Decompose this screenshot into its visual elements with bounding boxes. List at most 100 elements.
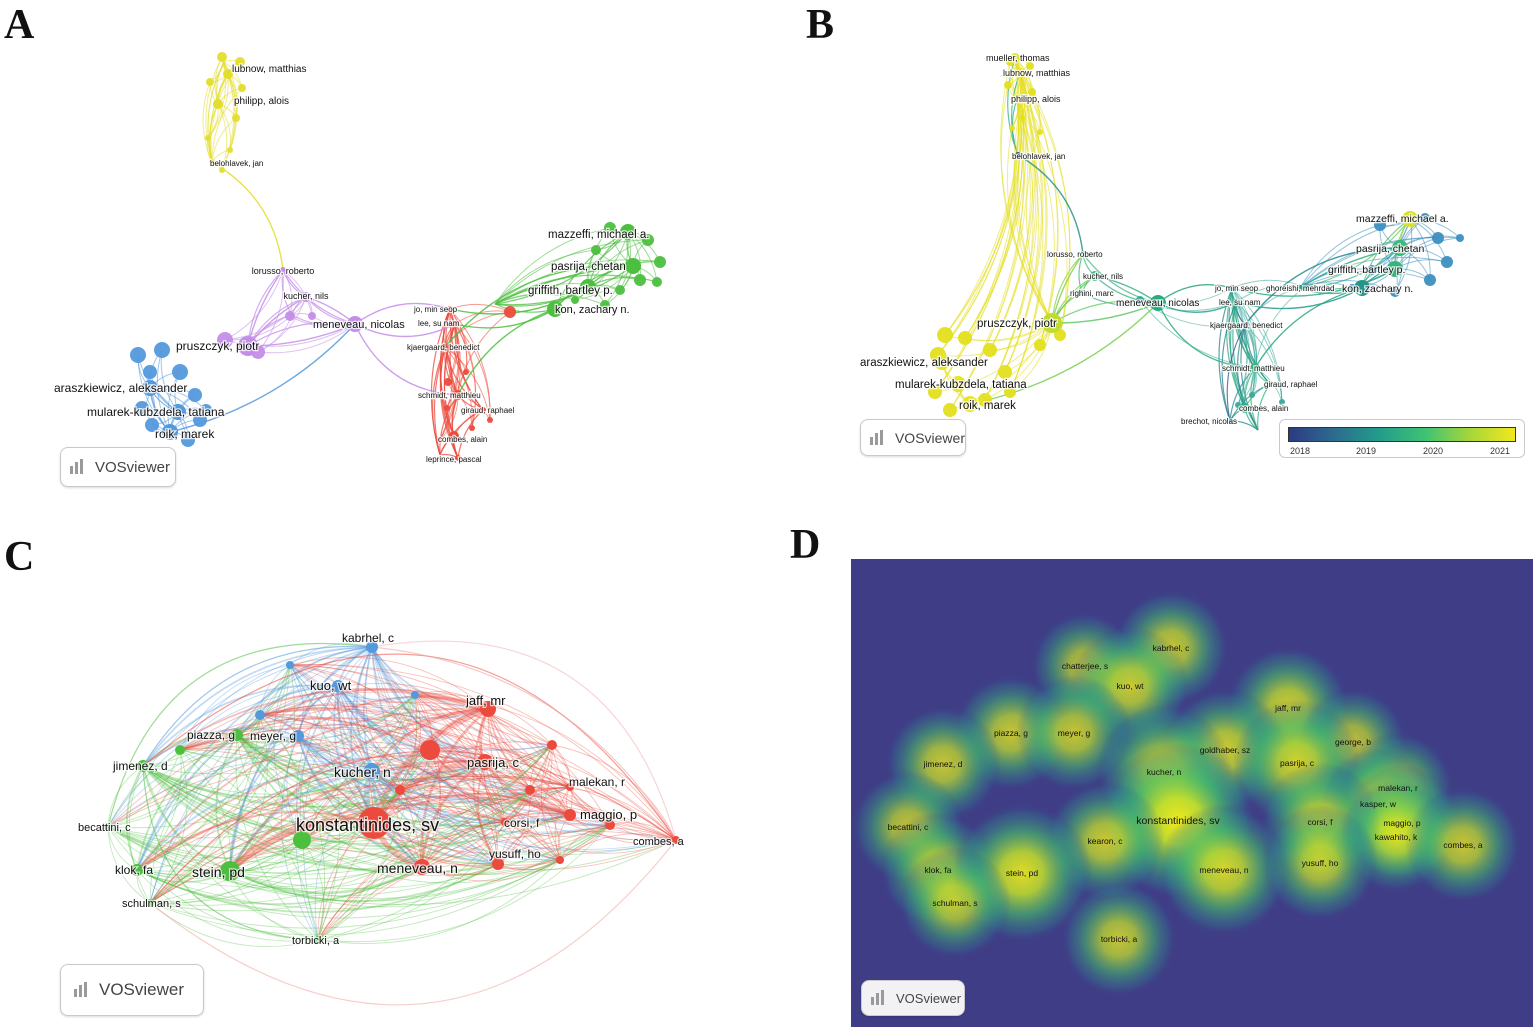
density-label-goldhaber-sz[interactable]: goldhaber, sz [1200,745,1251,755]
network-node[interactable] [193,413,207,427]
density-label-jaff-mr[interactable]: jaff, mr [1274,703,1301,713]
node-griffith-bartley-p[interactable] [580,279,596,295]
node-kon-zachary-n[interactable] [547,301,563,317]
node-kucher-n[interactable] [364,763,380,779]
node-meneveau-nicolas[interactable] [1150,295,1166,311]
network-node[interactable] [525,785,535,795]
network-node[interactable] [172,364,188,380]
node-meneveau-nicolas[interactable] [347,316,363,332]
node-meyer-g[interactable] [292,730,304,742]
density-label-jimenez-d[interactable]: jimenez, d [923,759,963,769]
network-node[interactable] [600,300,610,310]
network-node[interactable] [1054,329,1066,341]
network-node[interactable] [547,740,557,750]
network-node[interactable] [411,691,419,699]
node-lubnow-matthias[interactable] [1015,68,1025,78]
node-kjaergaard-benedict[interactable] [1242,322,1248,328]
network-node[interactable] [154,342,170,358]
network-node[interactable] [181,433,195,447]
node-konstantinides-sv[interactable] [358,807,390,839]
network-node[interactable] [437,437,443,443]
network-node[interactable] [1441,256,1453,268]
node-pasrija-chetan[interactable] [625,258,641,274]
node-mazzeffi-michael-a[interactable] [620,224,636,240]
network-node[interactable] [1235,402,1241,408]
node-stein-pd[interactable] [220,861,240,881]
network-node[interactable] [1026,62,1034,70]
node-maggio-p[interactable] [564,809,576,821]
network-node[interactable] [1367,265,1377,275]
network-node[interactable] [395,785,405,795]
node-philipp-alois[interactable] [213,99,223,109]
node-combes-a[interactable] [672,836,680,844]
node-pruszczyk-piotr[interactable] [238,336,258,356]
node-lorusso-roberto[interactable] [280,267,286,273]
density-label-meyer-g[interactable]: meyer, g [1058,728,1091,738]
node-schmidt-matthieu[interactable] [453,390,463,400]
density-label-yusuff-ho[interactable]: yusuff, ho [1302,858,1339,868]
node-mularek-kubzdela-tatiana[interactable] [950,376,966,392]
node-kjaergaard-benedict[interactable] [442,344,448,350]
density-label-kawahito-k[interactable]: kawahito, k [1375,832,1418,842]
network-node[interactable] [463,369,469,375]
density-label-klok-fa[interactable]: klok, fa [925,865,952,875]
node-kabrhel-c[interactable] [366,641,378,653]
network-node[interactable] [591,245,601,255]
network-node[interactable] [504,306,516,318]
node-lorusso-roberto[interactable] [1080,251,1086,257]
node-roik-marek[interactable] [962,396,978,412]
density-label-corsi-f[interactable]: corsi, f [1307,817,1333,827]
network-node[interactable] [556,856,564,864]
network-node[interactable] [444,378,452,386]
network-node[interactable] [1028,88,1036,96]
node-combes-alain[interactable] [449,431,459,441]
network-node[interactable] [642,234,654,246]
node-pasrija-chetan[interactable] [1392,240,1408,256]
network-node[interactable] [487,417,493,423]
network-node[interactable] [217,332,233,348]
node-pruszczyk-piotr[interactable] [1042,313,1062,333]
density-label-kucher-n[interactable]: kucher, n [1147,767,1182,777]
node-kon-zachary-n[interactable] [1354,280,1370,296]
network-node[interactable] [1037,129,1043,135]
node-torbicki-a[interactable] [314,936,322,944]
network-node[interactable] [420,740,440,760]
network-node[interactable] [571,296,579,304]
network-node[interactable] [1004,81,1012,89]
node-belohlavek-jan[interactable] [1015,152,1021,158]
node-mueller-thomas[interactable] [1010,53,1020,63]
node-jimenez-d[interactable] [137,760,149,772]
node-yusuff-ho[interactable] [492,858,504,870]
network-node[interactable] [983,343,997,357]
network-node[interactable] [1390,287,1400,297]
network-node[interactable] [937,327,953,343]
network-node[interactable] [135,401,149,415]
network-node[interactable] [232,114,240,122]
node-schulman-s[interactable] [146,899,154,907]
node-roik-marek[interactable] [162,424,178,440]
node-meneveau-n[interactable] [414,859,430,875]
network-node[interactable] [286,661,294,669]
network-node[interactable] [1136,296,1144,304]
node-jaff-mr[interactable] [480,701,496,717]
density-label-kearon-c[interactable]: kearon, c [1088,836,1124,846]
node-griffith-bartley-p[interactable] [1387,261,1403,277]
node-klok-fa[interactable] [131,864,143,876]
node-leprince-pascal[interactable] [455,455,461,461]
density-label-meneveau-n[interactable]: meneveau, n [1199,865,1248,875]
network-node[interactable] [219,167,225,173]
network-node[interactable] [285,311,295,321]
network-node[interactable] [1424,274,1436,286]
density-label-schulman-s[interactable]: schulman, s [932,898,977,908]
node-jo-min-seop[interactable] [1229,285,1235,291]
network-node[interactable] [1034,339,1046,351]
node-lubnow-matthias[interactable] [223,69,233,79]
node-pasrija-c[interactable] [477,754,493,770]
network-node[interactable] [943,403,957,417]
node-araszkiewicz-aleksander[interactable] [934,354,950,370]
node-belohlavek-jan[interactable] [209,159,215,165]
